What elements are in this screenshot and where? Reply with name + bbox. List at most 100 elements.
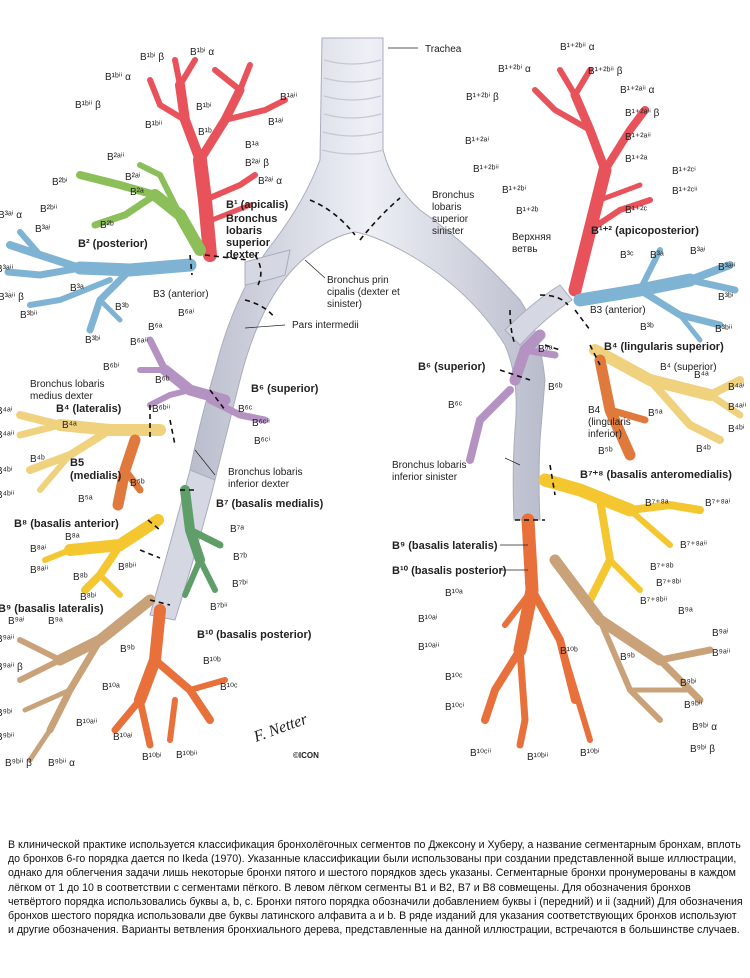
label-line: inferior sinister xyxy=(392,472,458,483)
segment-label: B¹⁰ᶜ xyxy=(220,682,238,693)
right-b9-basal-lateral-branches xyxy=(17,594,156,763)
segment-label: B¹⁺²ᶜⁱ xyxy=(672,166,696,177)
b4-superior-left-label: B⁴ (superior) xyxy=(660,362,717,373)
segment-label: B⁷⁺⁸ᵃⁱⁱ xyxy=(680,540,707,551)
segment-label: B³ᵇⁱ xyxy=(85,335,101,346)
segment-label: B⁷ᵃ xyxy=(230,524,244,535)
segment-label: B⁹ᵃⁱⁱ β xyxy=(0,662,23,673)
segment-label: B⁹ᵇ xyxy=(120,644,135,655)
segment-label: B⁵ᵃ xyxy=(648,408,663,419)
segment-label: B⁹ᵇⁱ xyxy=(680,678,697,689)
label-line: Bronchus lobaris xyxy=(30,379,104,390)
segment-label: B¹⁺²ᵇⁱⁱ xyxy=(473,164,499,175)
segment-label: B⁸ᵇⁱⁱ xyxy=(118,562,136,573)
segment-label: B²ᵃⁱ α xyxy=(258,176,282,187)
segment-label: B⁹ᵇⁱⁱ xyxy=(0,732,15,743)
segment-label: B⁴ᵇ xyxy=(30,454,45,465)
label-line: superior xyxy=(432,214,469,225)
segment-label: B⁷ᵇⁱⁱ xyxy=(210,602,228,613)
label-line: Bronchus prin xyxy=(327,275,389,286)
b9-basalis-lateralis-right-label: B⁹ (basalis lateralis) xyxy=(0,603,104,615)
segment-label: B¹⁰ᵇⁱ xyxy=(580,748,600,759)
segment-label: B³ᵃⁱⁱ xyxy=(718,262,736,273)
label-line: inferior) xyxy=(588,429,622,440)
segment-label: B⁶ᵇⁱ xyxy=(103,362,120,373)
segment-label: B⁸ᵃⁱ xyxy=(30,544,47,555)
segment-label: B³ᵇ xyxy=(115,302,129,313)
segment-label: B⁴ᵃⁱⁱ xyxy=(728,402,746,413)
segment-label: B³ᵇⁱⁱ xyxy=(715,324,733,335)
segment-label: B⁴ᵇⁱⁱ xyxy=(0,490,15,501)
segment-label: B⁶ᶜ xyxy=(448,400,463,411)
right-b4-lateral-branches xyxy=(16,411,166,493)
segment-label: B¹⁰ᶜ xyxy=(445,672,463,683)
b4-lingularis-superior-label: B⁴ (lingularis superior) xyxy=(604,341,724,353)
label-line: Bronchus lobaris xyxy=(228,467,302,478)
segment-label: B⁴ᵃ xyxy=(694,370,709,381)
segment-label: B¹⁰ᵃⁱⁱ xyxy=(418,642,440,653)
label-line: Верхняя xyxy=(512,232,551,243)
segment-label: B⁹ᵃⁱ xyxy=(8,616,25,627)
right-b5-medial-branches xyxy=(112,434,144,511)
label-line: superior xyxy=(226,237,271,249)
airway-trunk xyxy=(149,37,573,621)
b3-anterior-right-label: B3 (anterior) xyxy=(153,289,209,300)
right-lower-lobe-trunk xyxy=(149,469,216,621)
segment-label: B¹⁰ᵇ xyxy=(560,646,578,657)
segment-label: B²ᵇⁱ xyxy=(52,177,68,188)
segment-label: B⁶ᵇⁱⁱ xyxy=(152,404,170,415)
segment-label: B¹⁺²ᵇⁱ xyxy=(502,185,526,196)
b2-posterior-label: B² (posterior) xyxy=(78,238,148,250)
left-upper-lobe-bronchus xyxy=(504,284,573,346)
segment-label: B¹ᵇⁱⁱ xyxy=(145,120,163,131)
segment-label: B⁹ᵇⁱ xyxy=(0,708,13,719)
segment-label: B³ᵃⁱ α xyxy=(0,210,22,221)
segment-label: B⁹ᵇⁱⁱ α xyxy=(48,758,75,769)
segment-label: B⁴ᵃⁱ xyxy=(728,382,745,393)
right-b1-apical-branches xyxy=(147,57,288,262)
left-b6-superior-branches xyxy=(466,329,559,464)
segment-label: B¹⁰ᵇⁱ xyxy=(142,752,162,763)
segment-label: B³ᵇ xyxy=(640,322,654,333)
segment-label: B¹ᵇⁱ α xyxy=(190,47,214,58)
label-line: ветвь xyxy=(512,244,538,255)
caption-text: В клинической практике используется клас… xyxy=(8,839,743,937)
segment-label: B⁶ᵃ xyxy=(538,344,553,355)
left-b12-apicoposterior-branches xyxy=(532,67,653,297)
segment-label: B¹⁺²ᵇ xyxy=(516,206,539,217)
segment-label: B⁴ᵇ xyxy=(696,444,711,455)
segment-label: B³ᵃⁱⁱ xyxy=(0,264,14,275)
segment-label: B¹ᵃⁱ xyxy=(268,117,284,128)
segment-label: B¹⁰ᵃ xyxy=(102,682,120,693)
b10-basalis-posterior-left-label: B¹⁰ (basalis posterior) xyxy=(392,565,507,577)
right-b10-basal-posterior-branches xyxy=(111,604,228,749)
right-upper-lobe-bronchus xyxy=(244,249,291,286)
segment-label: B⁹ᵇⁱ α xyxy=(692,722,717,733)
segment-label: B⁷⁺⁸ᵃ xyxy=(645,498,669,509)
segment-label: B⁸ᵃⁱⁱ xyxy=(30,565,48,576)
segment-label: B⁴ᵇⁱ xyxy=(0,466,13,477)
segment-label: B²ᵇⁱⁱ xyxy=(40,204,58,215)
segment-label: B¹⁰ᵃⁱ xyxy=(113,732,133,743)
segment-label: B¹⁺²ᵃⁱⁱ β xyxy=(625,108,660,119)
segment-label: B¹⁺²ᵇⁱⁱ β xyxy=(588,66,623,77)
segment-label: B¹⁰ᶜⁱ xyxy=(445,702,465,713)
segment-label: B⁷⁺⁸ᵇⁱⁱ xyxy=(640,596,667,607)
segment-label: B¹⁺²ᵃⁱⁱ xyxy=(625,132,651,143)
segment-label: B⁶ᶜ xyxy=(238,404,253,415)
trachea-label: Trachea xyxy=(425,44,462,55)
b1-apicalis-label: B¹ (apicalis) xyxy=(226,199,289,211)
segment-label: B⁸ᵇⁱ xyxy=(80,592,97,603)
segment-label: B⁶ᶜⁱⁱ xyxy=(252,418,270,429)
segment-label: B⁷⁺⁸ᵇ xyxy=(650,562,674,573)
signature-text: F. Netter xyxy=(251,710,311,746)
label-line: B4 xyxy=(588,405,601,416)
left-b3-anterior-branches xyxy=(573,247,739,343)
artist-signature: F. Netter ©ICON xyxy=(251,710,320,760)
segment-label: B³ᵃⁱ xyxy=(35,224,51,235)
